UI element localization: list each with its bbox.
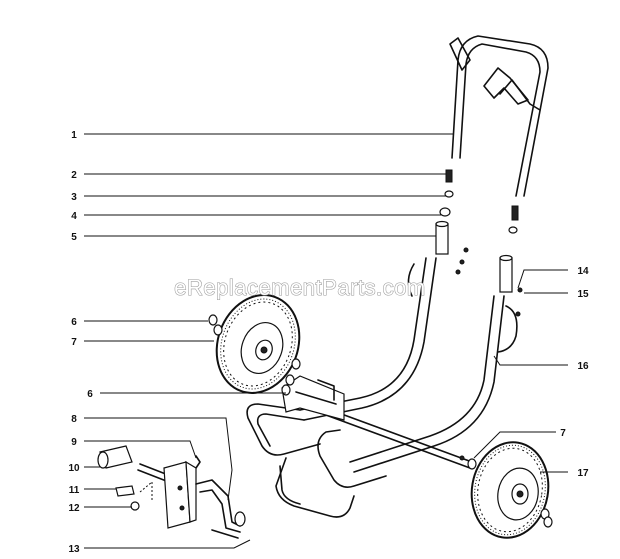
callout-4: 4: [71, 211, 77, 222]
callout-3: 3: [71, 192, 77, 203]
bracket-assembly: [97, 445, 246, 539]
callout-11: 11: [69, 485, 80, 496]
cart-frame: [246, 257, 518, 518]
callout-1: 1: [71, 130, 77, 141]
callout-16: 16: [577, 361, 589, 372]
callout-5: 5: [71, 232, 77, 243]
callout-2: 2: [71, 170, 77, 181]
handle-assembly: [449, 35, 549, 197]
callout-numbers: 1 2 3 4 5 6 7 6 8 9 10 11 12 13 14 15 16…: [68, 130, 589, 555]
callout-9: 9: [71, 437, 77, 448]
watermark: eReplacementParts.com: [174, 275, 425, 300]
callout-13: 13: [68, 544, 80, 555]
callout-14: 14: [577, 266, 589, 277]
handle-hardware-right: [455, 205, 523, 317]
callout-15: 15: [577, 289, 589, 300]
leader-lines: [84, 133, 568, 549]
callout-12: 12: [68, 503, 80, 514]
callout-7a: 7: [71, 337, 77, 348]
callout-7b: 7: [560, 428, 566, 439]
callout-6a: 6: [71, 317, 77, 328]
handle-hardware-left: [435, 169, 454, 255]
right-wheel-hardware: [459, 455, 553, 528]
right-wheel: [470, 441, 550, 539]
callout-17: 17: [577, 468, 589, 479]
callout-6b: 6: [87, 389, 93, 400]
callout-8: 8: [71, 414, 77, 425]
callout-10: 10: [68, 463, 80, 474]
left-wheel-hardware: [208, 314, 301, 396]
